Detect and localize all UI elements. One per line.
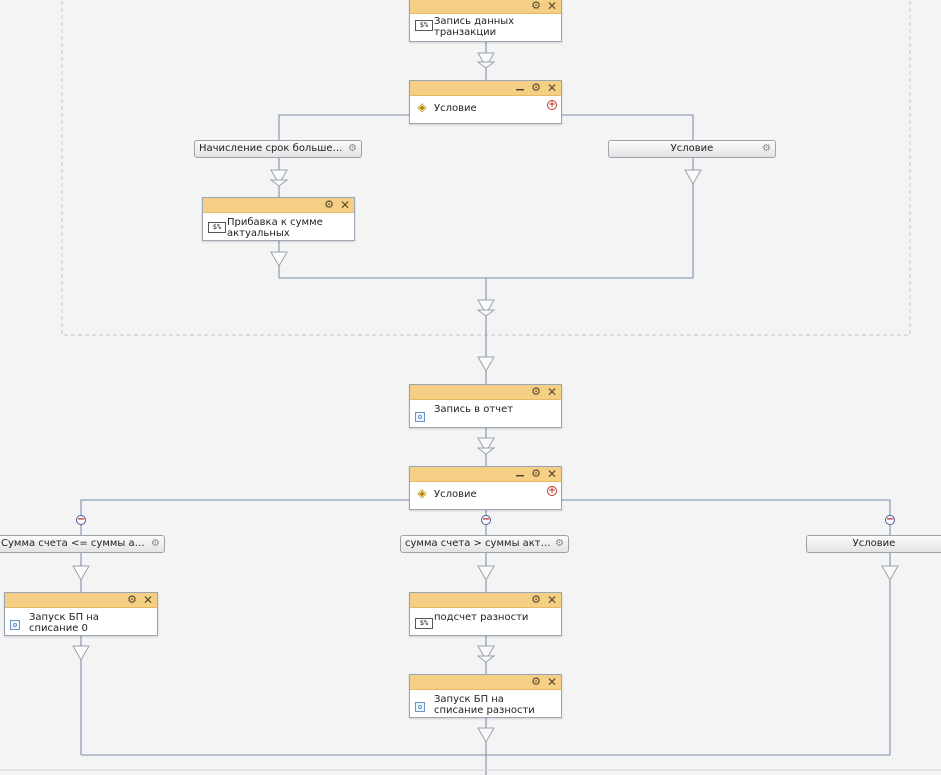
add-branch-icon[interactable]: + (547, 486, 557, 496)
activity-condition-2[interactable]: ▁ ⚙ ✕ ◈ Условие + (409, 466, 562, 510)
flow-arrow (477, 565, 495, 582)
node-label: Прибавка к сумме актуальных (227, 217, 323, 239)
activity-start-bp-writeoff-difference[interactable]: ⚙ ✕ Запуск БП на списание разности (409, 674, 562, 718)
flow-arrow (72, 565, 90, 582)
flow-arrow (270, 169, 288, 186)
flow-arrow (477, 437, 495, 454)
branch-label: Условие (670, 143, 714, 154)
close-icon[interactable]: ✕ (547, 467, 558, 481)
gear-icon[interactable]: ⚙ (324, 198, 334, 211)
activity-calc-difference[interactable]: ⚙ ✕ $% подсчет разности (409, 592, 562, 636)
gear-icon[interactable]: ⚙ (127, 593, 137, 606)
flow-arrow (477, 645, 495, 662)
gear-icon[interactable]: ⚙ (555, 538, 564, 549)
flow-arrow (684, 169, 702, 186)
branch-sum-less-equal[interactable]: Сумма счета <= суммы акт на... ⚙ (0, 535, 165, 553)
flow-arrow (477, 356, 495, 373)
gear-icon[interactable]: ⚙ (531, 81, 541, 94)
condition-icon: ◈ (417, 486, 427, 500)
branch-sum-greater[interactable]: сумма счета > суммы акт тра... ⚙ (400, 535, 569, 553)
close-icon[interactable]: ✕ (143, 593, 154, 607)
branch-label: Сумма счета <= суммы акт на... (1, 538, 148, 549)
node-label: Запись данных транзакции (434, 16, 515, 38)
branch-accrual-term[interactable]: Начисление срок больше сег... ⚙ (194, 140, 362, 158)
minimize-icon[interactable]: ▁ (516, 80, 524, 91)
sum-icon: $% (208, 222, 226, 233)
branch-label: сумма счета > суммы акт тра... (405, 538, 552, 549)
gear-icon[interactable]: ⚙ (762, 143, 771, 154)
branch-condition-right-1[interactable]: Условие ⚙ (608, 140, 776, 158)
branch-label: Условие (852, 538, 896, 549)
node-header: ⚙ ✕ (410, 593, 561, 608)
node-header: ⚙ ✕ (5, 593, 157, 608)
flow-arrow (476, 61, 496, 69)
process-icon (415, 412, 425, 422)
flow-arrow (476, 309, 496, 317)
process-icon (10, 620, 20, 630)
branch-label: Начисление срок больше сег... (199, 143, 345, 154)
close-icon[interactable]: ✕ (547, 593, 558, 607)
activity-condition-1[interactable]: ▁ ⚙ ✕ ◈ Условие + (409, 80, 562, 124)
condition-icon: ◈ (417, 100, 427, 114)
minimize-icon[interactable]: ▁ (516, 466, 524, 477)
flow-arrow (72, 645, 90, 662)
process-icon (415, 702, 425, 712)
sum-icon: $% (415, 618, 433, 629)
flow-arrow (270, 251, 288, 268)
flow-arrow (476, 655, 496, 663)
node-label: подсчет разности (434, 612, 529, 623)
flow-arrow (477, 727, 495, 744)
add-branch-icon[interactable]: + (547, 100, 557, 110)
node-label: Запуск БП на списание 0 (29, 612, 99, 634)
close-icon[interactable]: ✕ (547, 675, 558, 689)
close-icon[interactable]: ✕ (547, 81, 558, 95)
close-icon[interactable]: ✕ (547, 385, 558, 399)
close-icon[interactable]: ✕ (547, 0, 558, 13)
sum-icon: $% (415, 20, 433, 31)
node-label: Условие (434, 489, 477, 500)
flow-arrow (477, 52, 495, 69)
gear-icon[interactable]: ⚙ (531, 593, 541, 606)
gear-icon[interactable]: ⚙ (151, 538, 160, 549)
gear-icon[interactable]: ⚙ (531, 385, 541, 398)
node-header: ▁ ⚙ ✕ (410, 81, 561, 96)
node-label: Запуск БП на списание разности (434, 694, 535, 716)
flow-arrow (881, 565, 899, 582)
node-label: Запись в отчет (434, 404, 514, 415)
gear-icon[interactable]: ⚙ (531, 675, 541, 688)
branch-condition-right-2[interactable]: Условие (806, 535, 941, 553)
node-header: ⚙ ✕ (203, 198, 354, 213)
gear-icon[interactable]: ⚙ (531, 467, 541, 480)
remove-branch-icon[interactable]: − (76, 514, 86, 525)
activity-write-transaction-data[interactable]: ⚙ ✕ $% Запись данных транзакции (409, 0, 562, 42)
flow-arrow (269, 179, 289, 187)
close-icon[interactable]: ✕ (340, 198, 351, 212)
remove-branch-icon[interactable]: − (481, 514, 491, 525)
node-label: Условие (434, 103, 477, 114)
gear-icon[interactable]: ⚙ (531, 0, 541, 12)
node-header: ▁ ⚙ ✕ (410, 467, 561, 482)
activity-add-to-actual-sum[interactable]: ⚙ ✕ $% Прибавка к сумме актуальных (202, 197, 355, 241)
remove-branch-icon[interactable]: − (885, 514, 895, 525)
activity-start-bp-writeoff-zero[interactable]: ⚙ ✕ Запуск БП на списание 0 (4, 592, 158, 636)
node-header: ⚙ ✕ (410, 0, 561, 14)
node-header: ⚙ ✕ (410, 385, 561, 400)
node-header: ⚙ ✕ (410, 675, 561, 690)
gear-icon[interactable]: ⚙ (348, 143, 357, 154)
flow-arrow (476, 447, 496, 455)
flow-arrow (477, 299, 495, 316)
activity-write-report[interactable]: ⚙ ✕ Запись в отчет (409, 384, 562, 428)
